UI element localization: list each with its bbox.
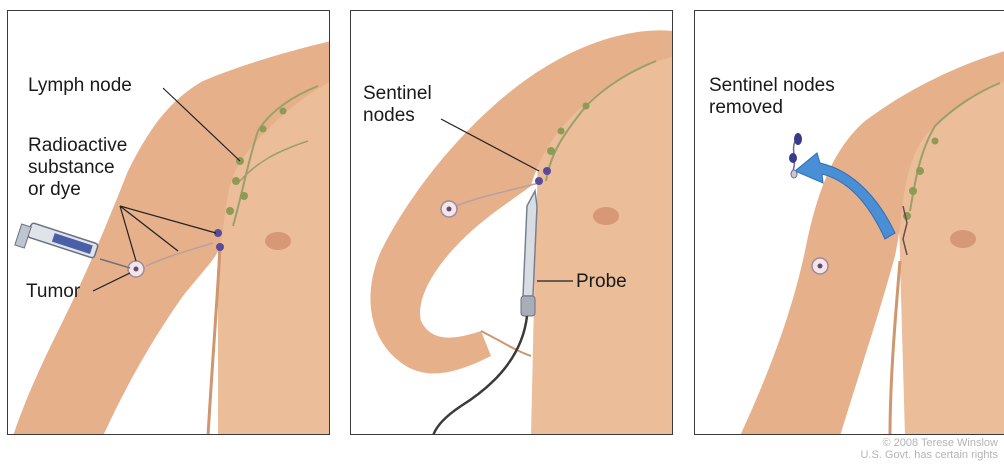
panel-injection: Lymph node Radioactive substance or dye … xyxy=(7,10,330,435)
copyright-notice: © 2008 Terese Winslow U.S. Govt. has cer… xyxy=(860,437,998,461)
panel-removal: Sentinel nodes removed xyxy=(694,10,1004,435)
label-removed-2: removed xyxy=(709,97,783,119)
lymph-node-dot xyxy=(932,138,939,145)
tumor-core xyxy=(134,267,139,272)
label-radioactive-1: Radioactive xyxy=(28,135,127,157)
label-radioactive-3: or dye xyxy=(28,179,81,201)
tumor-core xyxy=(818,264,823,269)
label-sentinel-2: nodes xyxy=(363,105,415,127)
label-lymph-node: Lymph node xyxy=(28,75,132,97)
lymph-node-dot xyxy=(280,108,287,115)
nipple-shape xyxy=(950,230,976,248)
arm-contour xyxy=(890,261,900,435)
copyright-line-2: U.S. Govt. has certain rights xyxy=(860,449,998,461)
lymph-node-dot xyxy=(916,167,924,175)
nipple-shape xyxy=(265,232,291,250)
lymph-node-dot xyxy=(260,126,267,133)
panel-probe: Sentinel nodes Probe xyxy=(350,10,673,435)
radioactive-node-dot xyxy=(216,243,224,251)
sentinel-node-dot xyxy=(535,177,543,185)
lymph-node-dot xyxy=(232,177,240,185)
lymph-node-dot xyxy=(240,192,248,200)
label-probe: Probe xyxy=(576,271,627,293)
label-radioactive-2: substance xyxy=(28,157,115,179)
lymph-node-dot xyxy=(226,207,234,215)
tumor-core xyxy=(447,207,452,212)
copyright-line-1: © 2008 Terese Winslow xyxy=(860,437,998,449)
label-sentinel-1: Sentinel xyxy=(363,83,432,105)
label-removed-1: Sentinel nodes xyxy=(709,75,835,97)
sentinel-node-dot xyxy=(543,167,551,175)
lymph-node-dot xyxy=(558,128,565,135)
probe-illustration xyxy=(351,11,673,435)
lymph-node-dot xyxy=(547,147,555,155)
label-tumor: Tumor xyxy=(26,281,80,303)
lymph-node-dot xyxy=(909,187,917,195)
lymph-node-dot xyxy=(583,103,590,110)
nipple-shape xyxy=(593,207,619,225)
